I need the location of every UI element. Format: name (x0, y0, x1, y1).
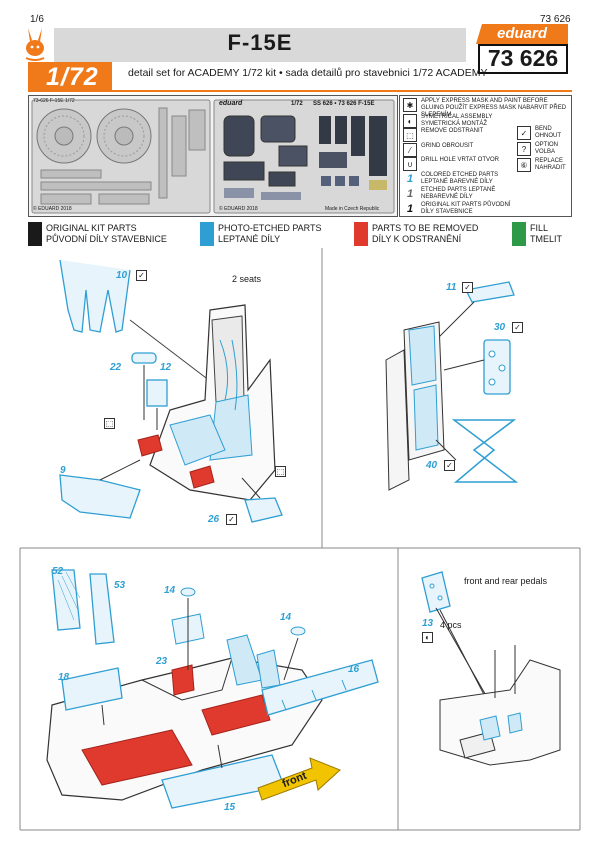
symmetrical-assembly-icon: ◐ (403, 114, 417, 128)
kit-code-small: 73 626 (540, 14, 571, 25)
part-52-label: 52 (52, 566, 64, 577)
legend-item-bend: ✓ BEND OHNOUT (517, 126, 571, 140)
bend-icon: ✓ (517, 126, 531, 140)
part-40-label: 40 (426, 460, 438, 471)
remove-icon: ⬚ (403, 128, 417, 142)
part-12-label: 12 (160, 362, 172, 373)
legend-item-option: ? OPTION VOLBA (517, 142, 571, 156)
fret-left-label: 73-626 F-15E 1/72 (33, 98, 75, 104)
drill-hole-icon: ∪ (403, 157, 417, 171)
replace-icon: ⑥ (517, 158, 531, 172)
fret-drawing (31, 99, 395, 214)
etched-parts-icon: 1 (403, 187, 417, 201)
symmetrical-assembly-icon: ◐ (422, 632, 433, 643)
key-swatch-green (512, 222, 526, 246)
part-10-label: 10 (116, 270, 128, 281)
legend-item-symmetrical: ◐ SYMETRICAL ASSEMBLY SYMETRICKÁ MONTÁŽ (403, 114, 513, 128)
brand-name: eduard (496, 25, 547, 42)
bend-icon: ✓ (512, 322, 523, 333)
remove-icon: ⬚ (104, 418, 115, 429)
part-16-label: 16 (348, 664, 360, 675)
legend-item-drill: ∪ DRILL HOLE VRTAT OTVOR (403, 157, 513, 171)
legend-item-express-mask: ✱ APPLY EXPRESS MASK AND PAINT BEFORE GL… (403, 98, 571, 119)
page-title: F-15E (227, 30, 293, 55)
fret-made-in: Made in Czech Republic (325, 206, 380, 212)
photo-etch-fret: 73-626 F-15E 1/72 eduard 1/72 SS 626 • 7… (28, 95, 398, 217)
part-53-label: 53 (114, 580, 126, 591)
part-30-label: 30 (494, 322, 506, 333)
original-kit-parts-icon: 1 (403, 202, 417, 216)
headrest-drawing (385, 281, 519, 491)
part-13-label: 13 (422, 618, 434, 629)
page-number: 1/6 (30, 14, 44, 25)
bend-icon: ✓ (444, 460, 455, 471)
option-icon: ? (517, 142, 531, 156)
pedals-drawing (421, 571, 561, 766)
part-26-label: 26 (208, 514, 220, 525)
part-14-label-right: 14 (280, 612, 292, 623)
title-band (54, 28, 466, 62)
bend-icon: ✓ (136, 270, 147, 281)
eduard-bunny-logo (25, 28, 45, 61)
express-mask-icon: ✱ (403, 98, 417, 112)
remove-icon: ⬚ (275, 466, 286, 477)
key-swatch-blue (200, 222, 214, 246)
symbol-legend: ✱ APPLY EXPRESS MASK AND PAINT BEFORE GL… (399, 95, 572, 217)
part-14-label-left: 14 (164, 585, 176, 596)
fret-copyright-right: © EDUARD 2018 (219, 206, 258, 212)
legend-item-etched: 1 ETCHED PARTS LEPTANÉ NEBAREVNÉ DÍLY (403, 187, 513, 201)
subtitle: detail set for ACADEMY 1/72 kit • sada d… (128, 67, 488, 79)
part-23-label: 23 (156, 656, 168, 667)
legend-item-replace: ⑥ REPLACE NAHRADIT (517, 158, 571, 172)
part-22-label: 22 (110, 362, 122, 373)
header-rule (28, 90, 572, 92)
key-swatch-black (28, 222, 42, 246)
fret-scale: 1/72 (291, 101, 303, 107)
fret-code: SS 626 • 73 626 F-15E (313, 101, 375, 107)
seat-drawing (59, 259, 283, 523)
grind-icon: ⁄ (403, 143, 417, 157)
cockpit-drawing (46, 569, 379, 809)
brand-tab (476, 24, 568, 44)
legend-item-grind: ⁄ GRIND OBROUSIT (403, 143, 513, 157)
legend-item-remove: ⬚ REMOVE ODSTRANIT (403, 128, 513, 142)
part-15-label: 15 (224, 802, 236, 813)
legend-item-colored-etched: 1 COLORED ETCHED PARTS LEPTANÉ BAREVNÉ D… (403, 172, 513, 186)
key-swatch-red (354, 222, 368, 246)
pedals-count: 4 pcs (440, 620, 462, 630)
fret-copyright-left: © EDUARD 2018 (33, 206, 72, 212)
bend-icon: ✓ (462, 282, 473, 293)
legend-item-original: 1 ORIGINAL KIT PARTS PŮVODNÍ DÍLY STAVEB… (403, 202, 513, 216)
pedals-note: front and rear pedals (464, 576, 548, 586)
colored-etched-icon: 1 (403, 172, 417, 186)
kit-code: 73 626 (478, 44, 568, 74)
scale-badge (28, 62, 112, 90)
part-18-label: 18 (58, 672, 70, 683)
part-9-label: 9 (60, 465, 66, 476)
seat-note: 2 seats (232, 274, 262, 284)
part-11-label: 11 (446, 282, 457, 293)
scale-label: 1/72 (46, 63, 99, 91)
bend-icon: ✓ (226, 514, 237, 525)
fret-brand: eduard (219, 100, 243, 107)
